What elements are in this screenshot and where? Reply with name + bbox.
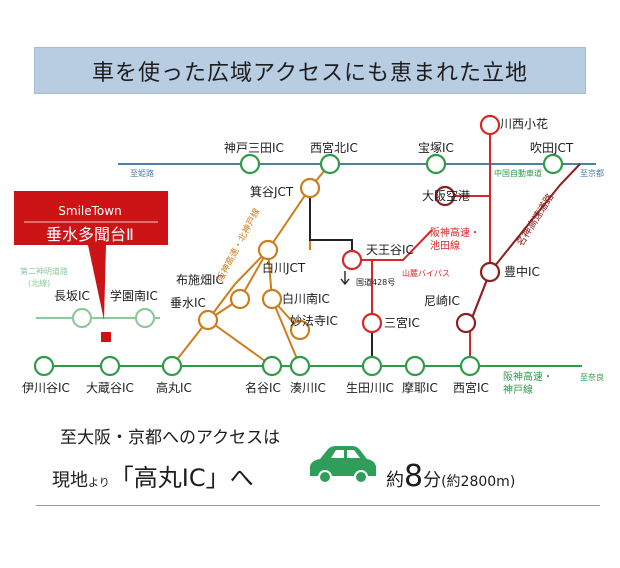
label-minatogawa: 湊川IC (290, 381, 326, 395)
label-to-himeji: 至姫路 (130, 168, 154, 178)
ic-myohoji-icon (289, 319, 311, 341)
label-nagasaka: 長坂IC (54, 289, 90, 303)
label-osaka-airport: 大阪空港 (422, 189, 470, 203)
label-shirakawa-minami: 白川南IC (282, 291, 330, 306)
access-prefix-main: 現地 (52, 470, 88, 491)
page-title: 車を使った広域アクセスにも恵まれた立地 (92, 60, 528, 86)
label-maya: 摩耶IC (402, 380, 438, 395)
car-icon (310, 446, 376, 484)
ic-ikawadani-icon (33, 355, 55, 377)
property-name: 垂水多聞台Ⅱ (46, 225, 134, 244)
road-meishin (469, 163, 581, 324)
ic-suita-jct-icon (542, 153, 564, 175)
label-hanshin-ikeda: 阪神高速・池田線 (430, 226, 480, 252)
label-myohoji: 妙法寺IC (290, 314, 338, 328)
property-pointer (88, 245, 106, 320)
label-route-428: 国道428号 (356, 277, 395, 287)
label-shirakawa-jct: 白川JCT (262, 260, 306, 275)
label-gakuen-minami: 学園南IC (110, 288, 158, 303)
label-meishin: 名神高速道路 (514, 191, 557, 249)
label-kawanishi-obana: 川西小花 (500, 116, 548, 131)
label-minoo-jct: 箕谷JCT (250, 185, 294, 199)
down-arrow-head-icon (340, 278, 350, 286)
ic-tarumi-icon (197, 309, 219, 331)
label-ikutagawa: 生田川IC (346, 381, 394, 395)
access-time: 約8分(約2800m) (386, 459, 515, 494)
ic-amagasaki-icon (455, 312, 477, 334)
ic-kawanishi-obana-icon (479, 114, 501, 136)
ic-ikutagawa-icon (361, 355, 383, 377)
label-toyonaka: 豊中IC (504, 264, 540, 279)
access-line1: 至大阪・京都へのアクセスは (60, 428, 280, 448)
ic-gakuen-minami-icon (134, 307, 156, 329)
access-prefix-small: より (88, 476, 110, 489)
property-badge (14, 191, 168, 245)
label-fusehata: 布施畑IC (176, 273, 224, 287)
property-brand: SmileTown (58, 204, 121, 218)
access-ic-name: 「高丸IC」へ (110, 464, 254, 492)
label-okuradani: 大蔵谷IC (86, 381, 134, 395)
ic-maya-icon (404, 355, 426, 377)
road-sanroku-east (352, 229, 433, 261)
label-daini-shinmei-sub: (北線) (28, 278, 50, 288)
label-amagasaki: 尼崎IC (424, 294, 460, 308)
label-to-nara: 至奈良 (580, 372, 604, 382)
access-about: 約 (386, 470, 404, 491)
property-location-icon (101, 332, 111, 342)
label-nishinomiya: 西宮IC (453, 380, 489, 395)
label-sannomiya: 三宮IC (384, 315, 420, 330)
label-nishinomiya-kita: 西宮北IC (310, 140, 358, 155)
ic-sannomiya-icon (361, 312, 383, 334)
label-tenno: 天王谷IC (366, 243, 414, 257)
label-sanroku-bypass: 山麓バイパス (402, 268, 450, 278)
property-marker: SmileTown 垂水多聞台Ⅱ (14, 191, 168, 342)
label-tarumi: 垂水IC (170, 296, 206, 310)
ic-nagasaka-icon (71, 307, 93, 329)
label-takarazuka: 宝塚IC (418, 141, 454, 155)
label-ikawadani: 伊川谷IC (22, 381, 70, 395)
label-hanshin-kobe: 阪神高速・神戸線 (503, 370, 553, 396)
road-tarumi-meitani (207, 319, 273, 367)
bottom-divider (36, 505, 600, 506)
label-takamaru: 高丸IC (156, 380, 192, 395)
access-minutes: 8 (404, 459, 423, 494)
ic-minatogawa-icon (289, 355, 311, 377)
ic-kobe-sanda-icon (239, 153, 261, 175)
ic-shirakawa-minami-icon (261, 288, 283, 310)
ic-takarazuka-icon (425, 153, 447, 175)
ic-osaka-airport-icon (434, 185, 456, 207)
ic-tenno-icon (341, 249, 363, 271)
label-meitani: 名谷IC (245, 380, 281, 395)
ic-takamaru-icon (161, 355, 183, 377)
ic-shirakawa-jct-icon (257, 239, 279, 261)
label-daini-shinmei: 第二神明道路 (20, 266, 68, 276)
access-unit: 分 (423, 470, 441, 491)
ic-toyonaka-icon (479, 261, 501, 283)
page-title-banner: 車を使った広域アクセスにも恵まれた立地 (34, 47, 586, 94)
road-route-428 (309, 188, 353, 260)
ic-fusehata-icon (229, 288, 251, 310)
ic-nishinomiya-icon (459, 355, 481, 377)
label-suita-jct: 吹田JCT (530, 141, 574, 155)
ic-meitani-icon (261, 355, 283, 377)
label-kobe-sanda: 神戸三田IC (224, 141, 284, 155)
road-minatogawa (271, 298, 301, 367)
ic-nishinomiya-kita-icon (319, 153, 341, 175)
ic-minoo-jct-icon (299, 177, 321, 199)
label-chugoku-expressway: 中国自動車道 (494, 168, 542, 178)
access-distance: (約2800m) (441, 474, 515, 490)
access-line2: 現地より「高丸IC」へ (52, 464, 254, 492)
ic-okuradani-icon (99, 355, 121, 377)
label-to-kyoto: 至京都 (580, 168, 604, 178)
